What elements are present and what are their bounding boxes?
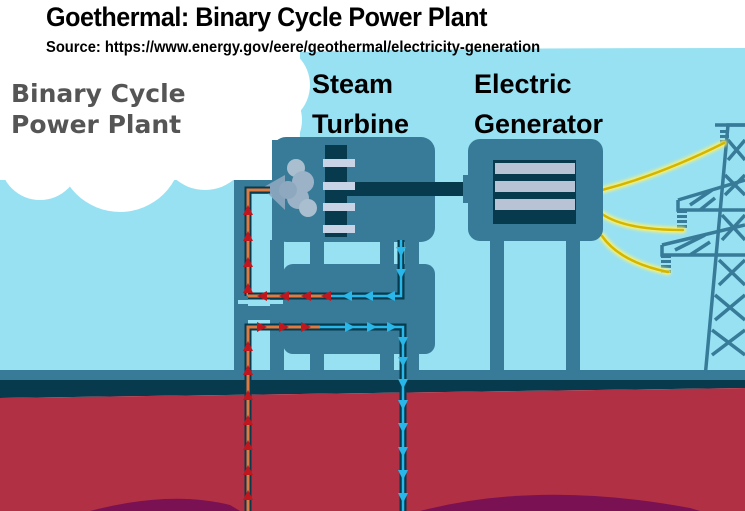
- turbine-blades-icon: [323, 145, 355, 237]
- hot-flow-arrow: [257, 322, 267, 332]
- power-line-icon: [599, 140, 727, 275]
- hot-flow-arrow: [243, 365, 253, 375]
- hot-flow-arrow: [301, 322, 311, 332]
- cool-flow-arrow: [398, 470, 408, 480]
- cloud-label: Binary Cycle Power Plant: [11, 78, 186, 140]
- hot-flow-arrow: [243, 465, 253, 475]
- hot-flow-arrow: [321, 291, 331, 301]
- hot-flow-arrow: [301, 291, 311, 301]
- steam-cloud-icon: [262, 159, 317, 217]
- hot-flow-arrow: [243, 341, 253, 351]
- magma-layer-left: [90, 498, 240, 511]
- cool-flow-arrow: [398, 379, 408, 389]
- generator-coil-icon: [493, 160, 576, 224]
- steam-turbine-label: Steam Turbine: [312, 64, 409, 144]
- electric-generator-label-line2: Generator: [474, 109, 604, 139]
- cool-flow-arrow: [398, 357, 408, 367]
- hot-flow-arrow: [279, 291, 289, 301]
- cool-flow-arrow: [398, 337, 408, 347]
- electric-generator-label: Electric Generator: [474, 64, 603, 144]
- steam-turbine-label-line1: Steam: [312, 69, 394, 99]
- cool-flow-arrow: [396, 269, 406, 279]
- cool-flow-arrow: [342, 291, 352, 301]
- electric-generator-label-line1: Electric: [474, 69, 572, 99]
- source-citation: Source: https://www.energy.gov/eere/geot…: [46, 39, 541, 56]
- cool-flow-arrow: [398, 493, 408, 503]
- cloud-label-line1: Binary Cycle: [11, 79, 186, 108]
- hot-flow-arrow: [243, 257, 253, 267]
- heat-exchanger: [283, 264, 435, 354]
- cloud-label-line2: Power Plant: [11, 110, 182, 139]
- hot-flow-arrow: [243, 440, 253, 450]
- hot-flow-arrow: [243, 490, 253, 500]
- page-title: Goethermal: Binary Cycle Power Plant: [46, 2, 487, 32]
- cool-flow-arrow: [363, 291, 373, 301]
- hot-flow-arrow: [257, 291, 267, 301]
- hot-flow-arrow: [243, 205, 253, 215]
- steam-turbine-label-line2: Turbine: [312, 109, 409, 139]
- cool-flow-arrow: [396, 247, 406, 257]
- cool-flow-arrow: [387, 322, 397, 332]
- magma-layer-right: [420, 494, 700, 511]
- hot-flow-arrow: [243, 415, 253, 425]
- generator-shaft-flange: [463, 175, 471, 203]
- ground-layer: [0, 388, 745, 511]
- cool-flow-arrow: [345, 322, 355, 332]
- flow-arrows: [243, 205, 408, 503]
- cool-flow-arrow: [398, 400, 408, 410]
- cool-flow-arrow: [367, 322, 377, 332]
- hot-flow-arrow: [243, 231, 253, 241]
- surface-layer: [0, 380, 745, 398]
- hot-flow-arrow: [243, 283, 253, 293]
- cool-flow-arrow: [398, 423, 408, 433]
- cool-flow-arrow: [398, 447, 408, 457]
- cool-flow-arrow: [385, 291, 395, 301]
- turbine-shaft: [345, 182, 495, 196]
- hot-flow-arrow: [279, 322, 289, 332]
- hot-flow-arrow: [243, 390, 253, 400]
